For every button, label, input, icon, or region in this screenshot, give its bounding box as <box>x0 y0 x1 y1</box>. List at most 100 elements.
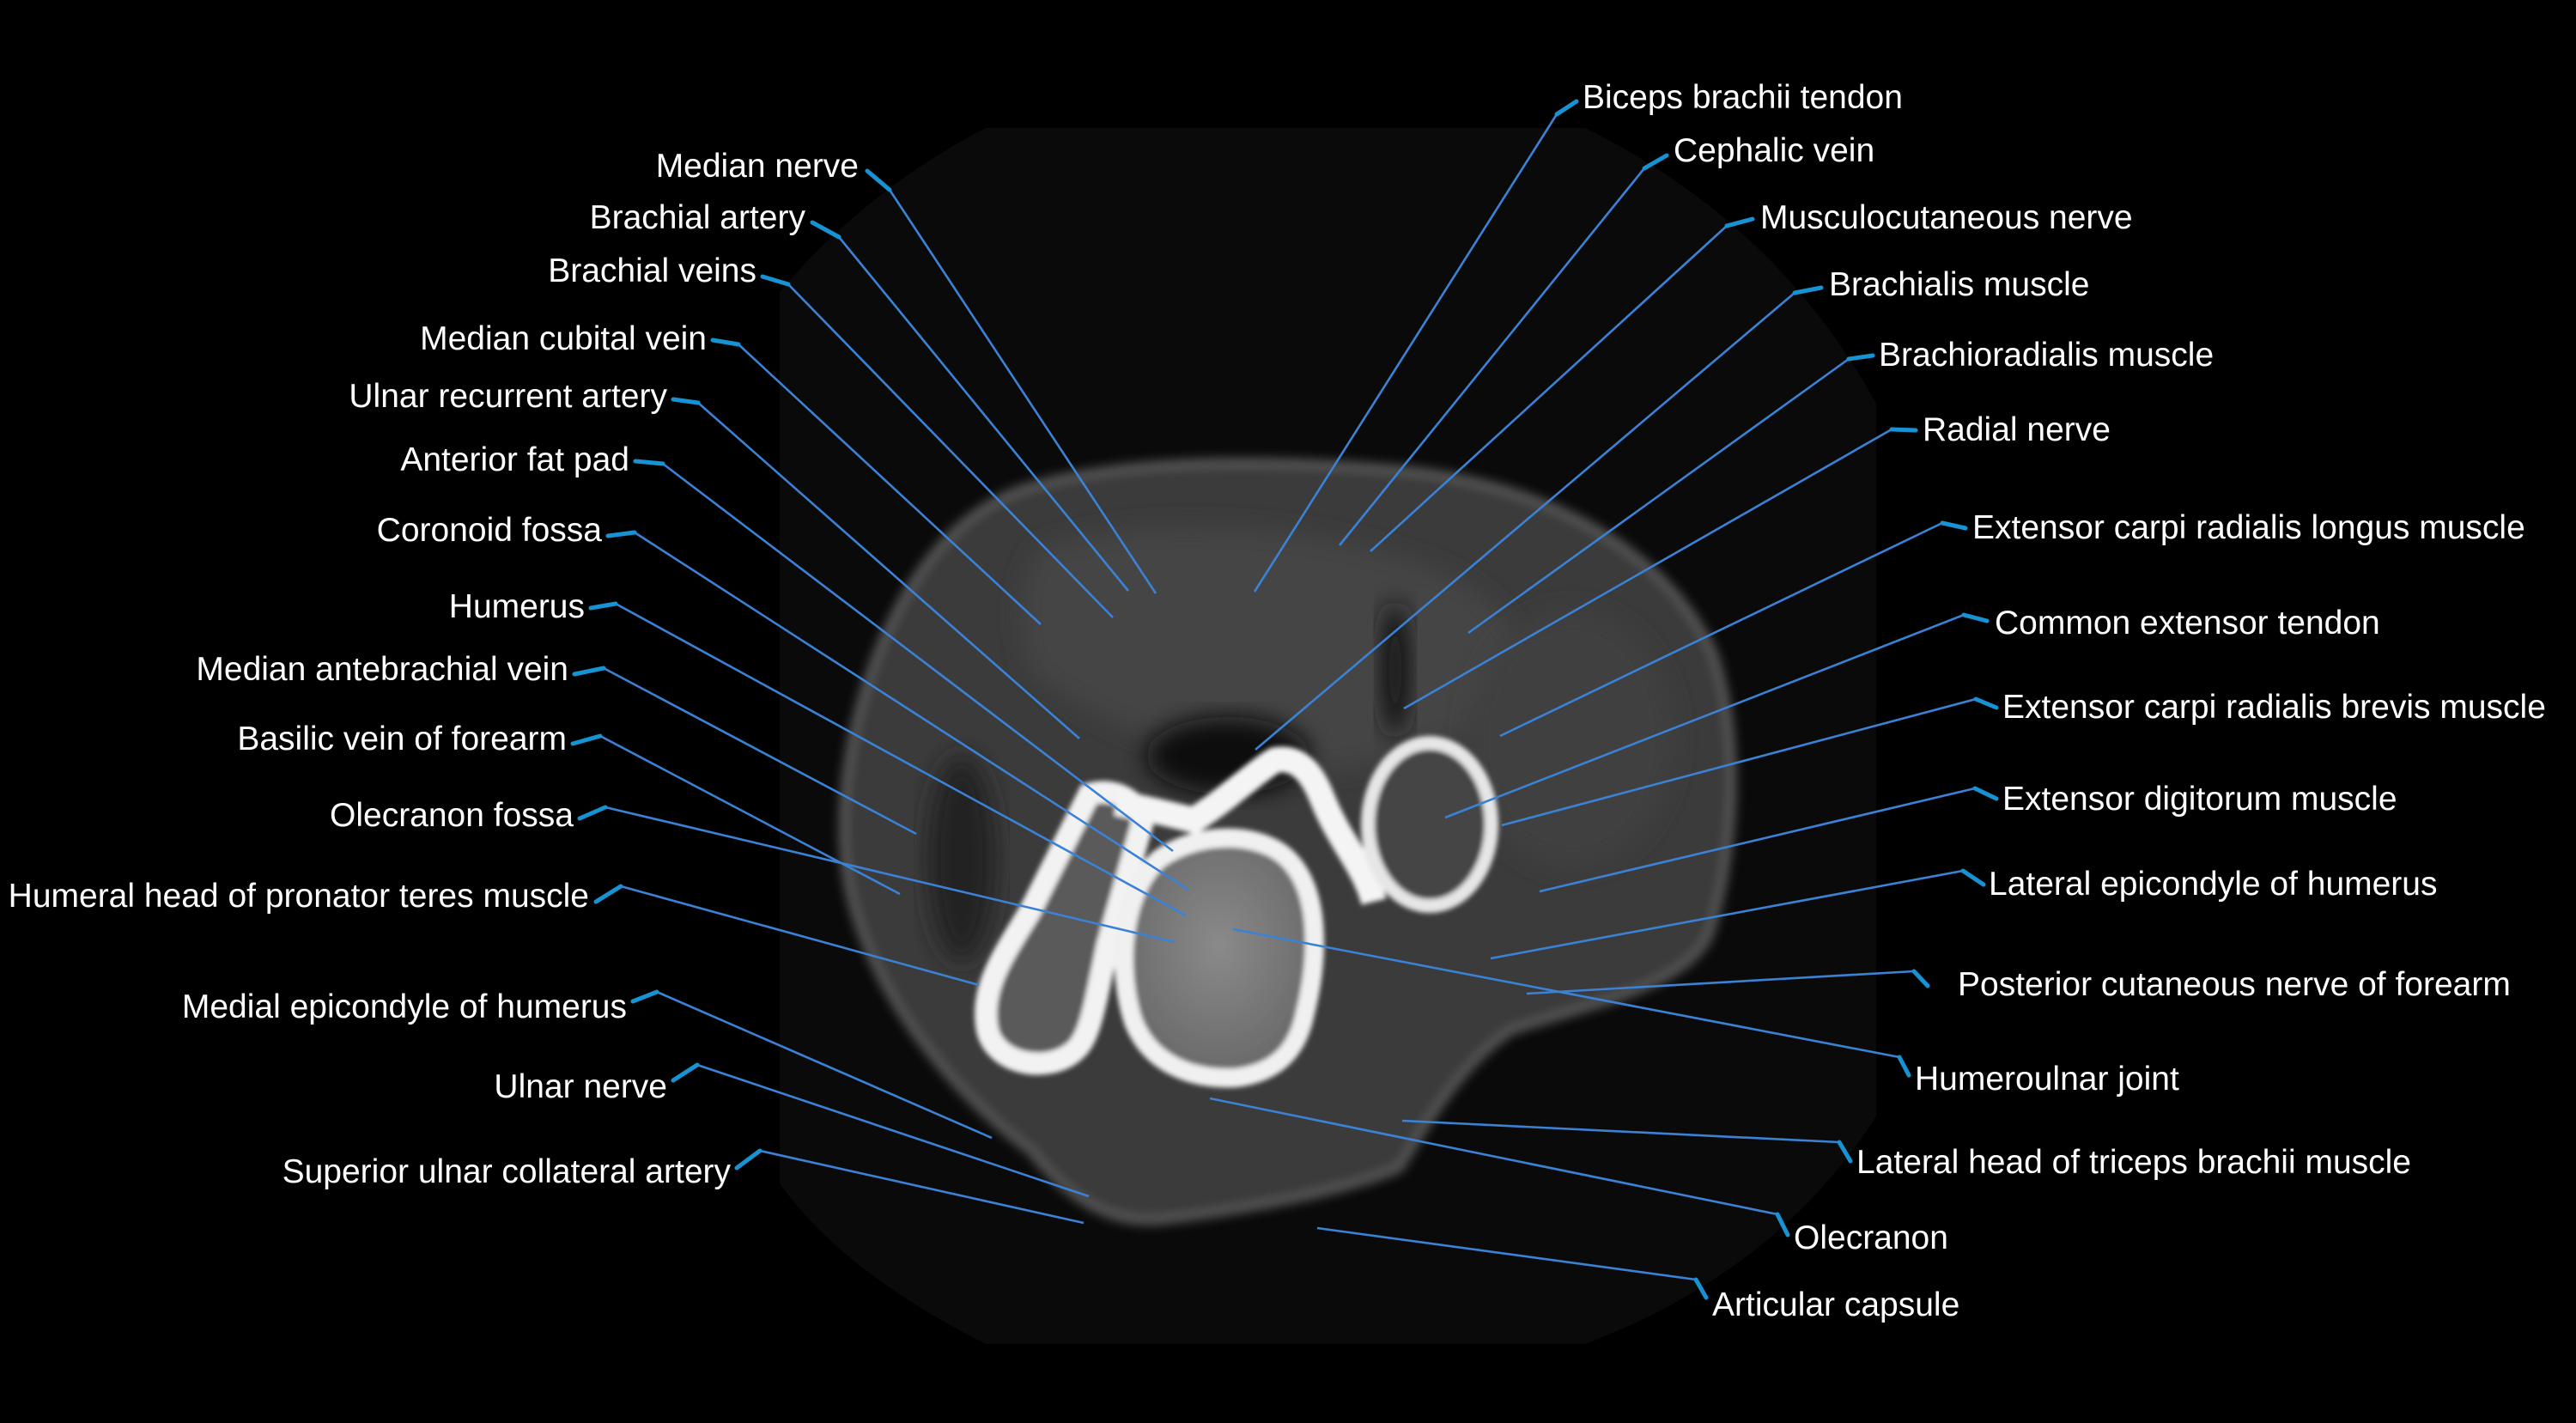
leader-line <box>1338 167 1646 546</box>
annotation-humeroulnar-joint <box>1232 927 1911 1078</box>
leader-tick <box>593 884 623 904</box>
label-coronoid-fossa: Coronoid fossa <box>377 512 603 549</box>
leader-tick <box>1642 153 1669 171</box>
annotation-ulnar-recurrent-artery <box>671 397 1080 739</box>
leader-tick <box>1889 427 1918 433</box>
leader-line <box>696 1063 1090 1198</box>
label-humerus: Humerus <box>449 588 585 625</box>
leader-tick <box>1837 1140 1853 1164</box>
lateral-muscle <box>1468 610 1674 867</box>
leader-tick <box>588 601 618 611</box>
annotation-extensor-carpi-radialis-longus-muscle <box>1499 520 1968 738</box>
leader-tick <box>1554 99 1579 117</box>
leader-tick <box>1693 1277 1709 1300</box>
label-brachial-veins: Brachial veins <box>548 252 756 289</box>
annotation-lateral-head-of-triceps-brachii-muscle <box>1401 1119 1853 1164</box>
annotation-cephalic-vein <box>1338 153 1669 546</box>
leader-line <box>787 283 1114 618</box>
label-common-extensor-tendon: Common extensor tendon <box>1995 605 2380 642</box>
label-extensor-carpi-radialis-longus-muscle: Extensor carpi radialis longus muscle <box>1972 509 2525 546</box>
annotation-humeral-head-of-pronator-teres-muscle <box>593 884 980 987</box>
label-ulnar-recurrent-artery: Ulnar recurrent artery <box>349 378 667 415</box>
leader-line <box>837 236 1130 592</box>
label-humeroulnar-joint: Humeroulnar joint <box>1915 1061 2179 1098</box>
leader-line <box>1370 225 1728 552</box>
label-cephalic-vein: Cephalic vein <box>1674 132 1874 169</box>
leader-tick <box>1972 786 1999 801</box>
leader-line <box>1253 113 1558 593</box>
annotation-medial-epicondyle-of-humerus <box>630 989 993 1140</box>
leader-tick <box>633 459 665 466</box>
leader-tick <box>1911 969 1930 988</box>
annotation-coronoid-fossa <box>605 530 1189 891</box>
olecranon <box>1114 828 1324 1088</box>
leader-line <box>599 734 901 896</box>
annotation-olecranon-fossa <box>577 805 1176 944</box>
label-basilic-vein-of-forearm: Basilic vein of forearm <box>237 721 567 757</box>
leader-line <box>620 885 980 987</box>
leader-tick <box>710 338 741 347</box>
leader-tick <box>1792 285 1824 295</box>
leader-tick <box>605 530 637 538</box>
leader-tick <box>1961 612 1990 623</box>
label-articular-capsule: Articular capsule <box>1712 1286 1959 1323</box>
leader-line <box>1255 292 1795 751</box>
leader-tick <box>734 1148 762 1171</box>
label-brachioradialis-muscle: Brachioradialis muscle <box>1879 337 2214 374</box>
annotation-extensor-carpi-radialis-brevis-muscle <box>1501 696 1999 827</box>
label-posterior-cutaneous-nerve-of-forearm: Posterior cutaneous nerve of forearm <box>1958 966 2511 1003</box>
fat-septum <box>927 756 996 962</box>
leader-tick <box>760 274 791 287</box>
leader-tick <box>671 397 701 405</box>
annotation-biceps-brachii-tendon <box>1253 99 1579 593</box>
label-ulnar-nerve: Ulnar nerve <box>494 1068 667 1105</box>
annotation-posterior-cutaneous-nerve-of-forearm <box>1526 969 1930 995</box>
annotation-median-cubital-vein <box>710 338 1042 625</box>
label-median-antebrachial-vein: Median antebrachial vein <box>196 651 568 688</box>
label-musculocutaneous-nerve: Musculocutaneous nerve <box>1760 199 2133 236</box>
label-medial-epicondyle-of-humerus: Medial epicondyle of humerus <box>182 988 627 1025</box>
annotation-olecranon <box>1209 1097 1790 1238</box>
leader-tick <box>810 220 841 240</box>
label-humeral-head-of-pronator-teres-muscle: Humeral head of pronator teres muscle <box>9 878 589 915</box>
leader-line <box>888 189 1157 594</box>
label-anterior-fat-pad: Anterior fat pad <box>400 441 629 478</box>
leader-line <box>1501 697 1977 827</box>
leader-line <box>1526 970 1915 995</box>
annotation-common-extensor-tendon <box>1444 612 1990 819</box>
label-biceps-brachii-tendon: Biceps brachii tendon <box>1583 79 1903 116</box>
label-median-cubital-vein: Median cubital vein <box>420 320 707 357</box>
fat-septum <box>1380 601 1411 739</box>
leader-tick <box>671 1062 700 1083</box>
label-lateral-head-of-triceps-brachii-muscle: Lateral head of triceps brachii muscle <box>1856 1144 2411 1181</box>
leader-line <box>1232 927 1900 1059</box>
annotation-musculocutaneous-nerve <box>1370 216 1755 552</box>
capitulum <box>1361 736 1498 913</box>
label-median-nerve: Median nerve <box>656 148 859 185</box>
annotation-brachioradialis-muscle <box>1467 353 1875 635</box>
annotation-lateral-epicondyle-of-humerus <box>1490 868 1986 960</box>
leader-line <box>1403 428 1893 710</box>
leader-tick <box>577 805 608 821</box>
annotation-brachial-veins <box>760 274 1114 618</box>
label-lateral-epicondyle-of-humerus: Lateral epicondyle of humerus <box>1989 866 2437 903</box>
leader-tick <box>1960 868 1986 887</box>
annotation-radial-nerve <box>1403 427 1918 710</box>
annotation-anterior-fat-pad <box>633 459 1174 853</box>
label-superior-ulnar-collateral-artery: Superior ulnar collateral artery <box>283 1153 732 1190</box>
label-extensor-carpi-radialis-brevis-muscle: Extensor carpi radialis brevis muscle <box>2002 689 2546 726</box>
leader-lines <box>570 99 1999 1300</box>
leader-line <box>1490 869 1964 960</box>
leader-line <box>759 1149 1084 1225</box>
leader-line <box>1539 787 1976 893</box>
annotation-brachialis-muscle <box>1255 285 1824 751</box>
leader-line <box>656 990 993 1140</box>
label-extensor-digitorum-muscle: Extensor digitorum muscle <box>2002 781 2397 818</box>
annotation-median-antebrachial-vein <box>572 666 917 836</box>
label-brachialis-muscle: Brachialis muscle <box>1829 266 2089 303</box>
humerus-cortex <box>1114 746 1387 906</box>
leader-tick <box>1897 1055 1911 1078</box>
annotation-superior-ulnar-collateral-artery <box>734 1148 1084 1225</box>
label-olecranon-fossa: Olecranon fossa <box>330 797 574 834</box>
